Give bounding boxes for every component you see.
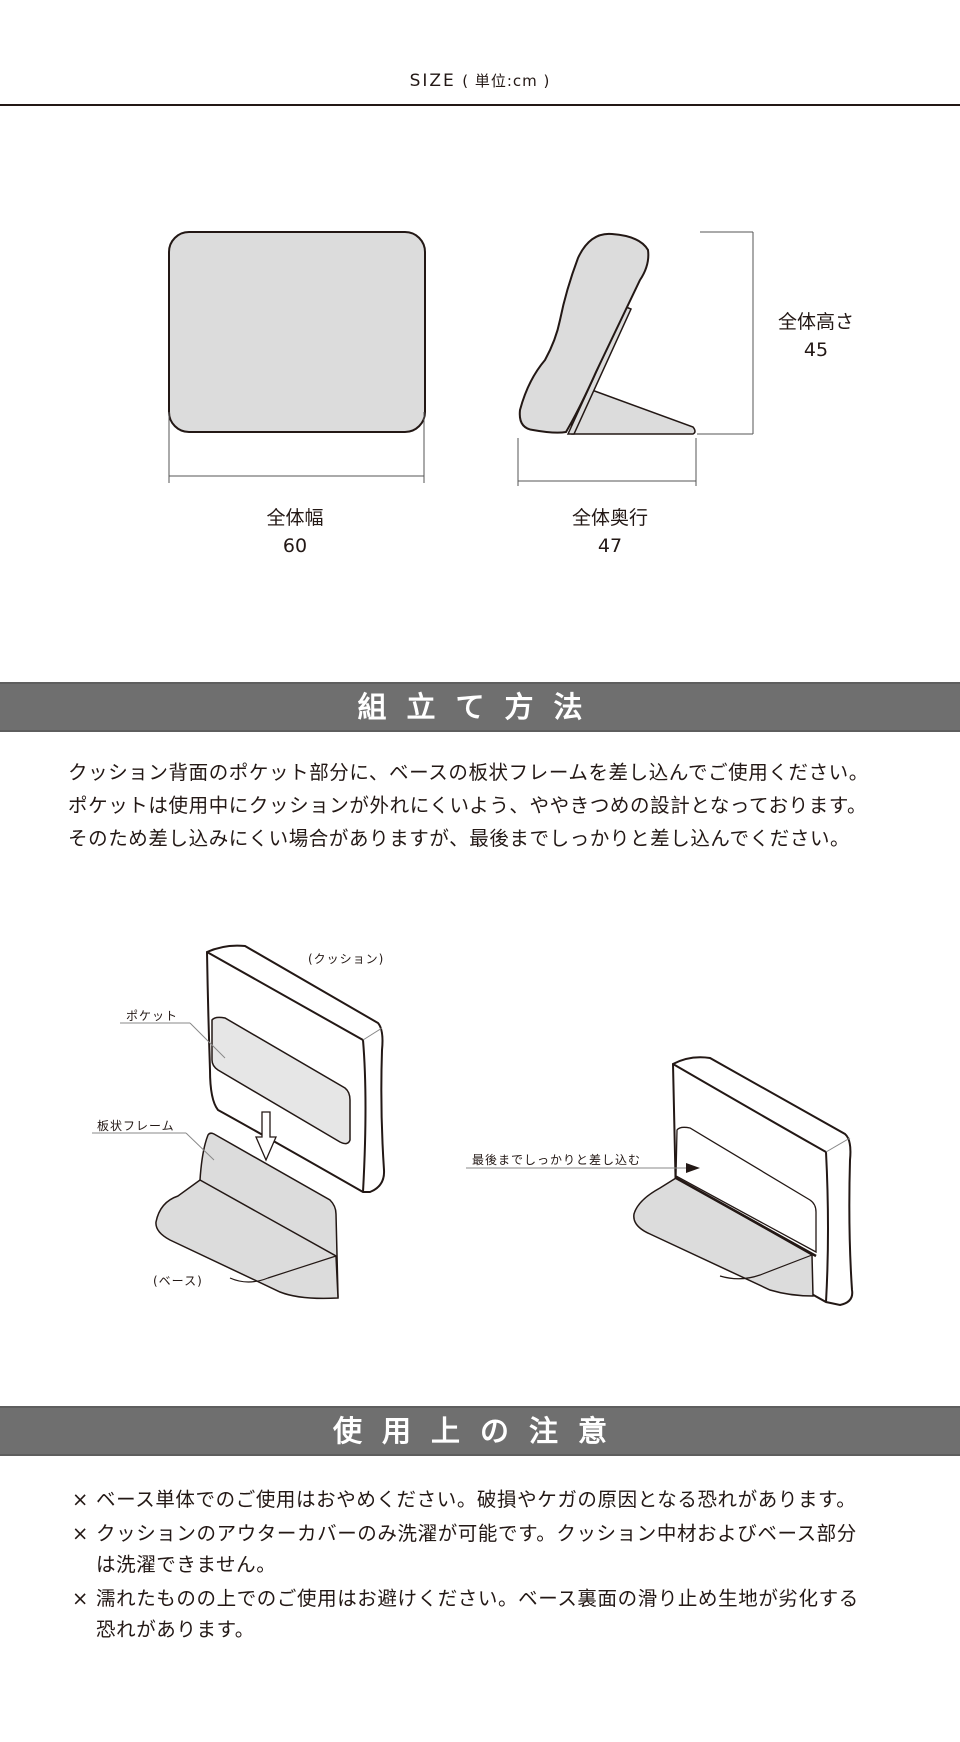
caution-item: × 濡れたものの上でのご使用はお避けください。ベース裏面の滑り止め生地が劣化する… [72,1583,932,1645]
cross-icon: × [72,1587,89,1610]
caution-heading: 使用上の注意 [0,1406,960,1456]
caution-text: は洗濯できません。 [96,1553,277,1576]
front-view-diagram [168,231,426,483]
instruction-line: ポケットは使用中にクッションが外れにくいよう、ややきつめの設計となっております。 [68,794,868,817]
depth-label: 全体奥行 [571,507,648,529]
caution-text: ベース単体でのご使用はおやめください。破損やケガの原因となる恐れがあります。 [96,1488,857,1511]
width-label: 全体幅 [266,507,324,529]
caution-text: 濡れたものの上でのご使用はお避けください。ベース裏面の滑り止め生地が劣化する [96,1587,859,1610]
caution-item: × クッションのアウターカバーのみ洗濯が可能です。クッション中材およびベース部分… [72,1518,932,1580]
size-title: SIZE ( 単位:cm ) [0,70,960,91]
caution-item: × ベース単体でのご使用はおやめください。破損やケガの原因となる恐れがあります。 [72,1484,932,1515]
side-view-diagram [517,231,754,486]
height-label: 全体高さ [777,311,854,333]
instruction-line: そのため差し込みにくい場合がありますが、最後までしっかりと差し込んでください。 [68,827,851,850]
pocket-label: ポケット [126,1009,179,1023]
base-label: (ベース) [153,1274,203,1288]
assembly-heading: 組立て方法 [0,682,960,732]
depth-value: 47 [597,535,623,557]
assembly-instructions: クッション背面のポケット部分に、ベースの板状フレームを差し込んでご使用ください。… [68,756,948,855]
caution-text: 恐れがあります。 [96,1618,255,1641]
caution-text: クッションのアウターカバーのみ洗濯が可能です。クッション中材およびベース部分 [96,1522,857,1545]
cushion-label: (クッション) [308,952,385,966]
depth-dimension: 全体奥行 47 [560,504,660,560]
divider [0,104,960,106]
cross-icon: × [72,1488,89,1511]
insert-fully-label: 最後までしっかりと差し込む [472,1153,642,1167]
size-title-label: SIZE [409,71,456,91]
width-value: 60 [282,535,308,557]
cross-icon: × [72,1522,89,1545]
height-dimension: 全体高さ 45 [766,308,866,364]
width-dimension: 全体幅 60 [240,504,350,560]
frame-label: 板状フレーム [97,1119,175,1133]
height-value: 45 [803,339,829,361]
caution-list: × ベース単体でのご使用はおやめください。破損やケガの原因となる恐れがあります。… [72,1484,932,1648]
size-unit: ( 単位:cm ) [462,72,551,90]
instruction-line: クッション背面のポケット部分に、ベースの板状フレームを差し込んでご使用ください。 [68,761,869,784]
